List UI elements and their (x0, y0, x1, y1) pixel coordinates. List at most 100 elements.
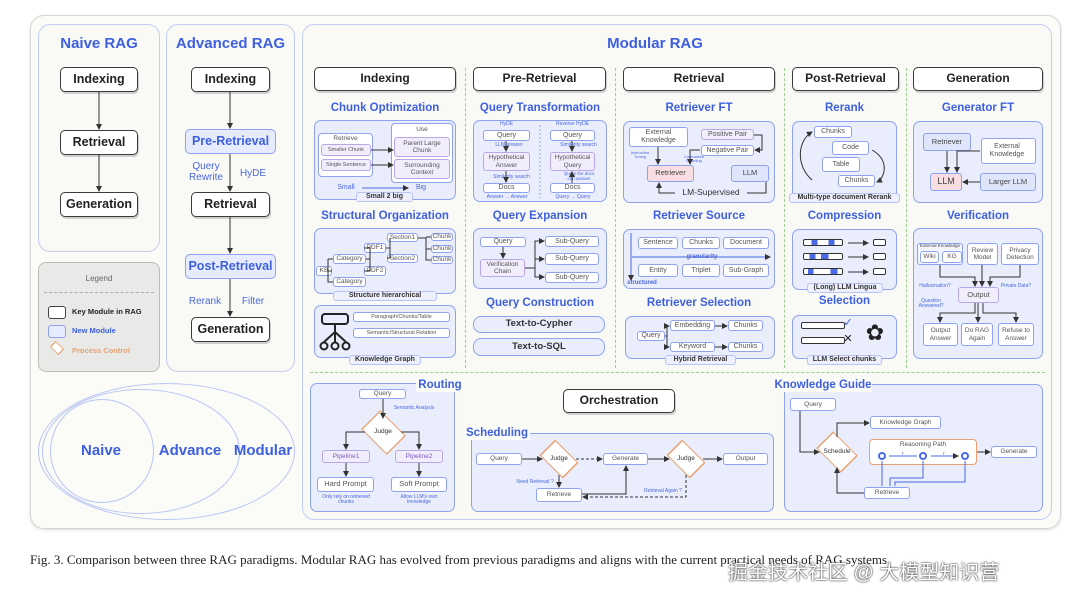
big-label: Big (415, 184, 427, 192)
relation-r-label: r (943, 451, 945, 458)
question-answered-caption: Question Answered? (918, 297, 944, 309)
knowledge-guide-title: Knowledge Guide (774, 378, 872, 392)
structure-hierarchical-label: Structure hierarchical (333, 291, 437, 301)
similarity-search-caption: Similarity search (493, 174, 530, 181)
filter-label: Filter (241, 295, 265, 307)
pipeline2: Pipeline2 (395, 450, 443, 463)
compressed-token (873, 268, 886, 275)
query-construction-title: Query Construction (486, 296, 594, 309)
section2-node: Section2 (387, 254, 418, 263)
use-label: Use (416, 125, 428, 133)
chunk-node: Chunk (431, 233, 453, 241)
routing-title: Routing (416, 378, 464, 392)
kg: KG (942, 251, 962, 263)
rerank-label: Rerank (188, 295, 222, 307)
legend-process-label: Process Control (72, 346, 130, 356)
hypothetical-answer: Hypothetical Answer (483, 152, 530, 171)
single-sentence: Single Sentence (321, 159, 371, 171)
naive-indexing: Indexing (60, 67, 138, 92)
hard-prompt-note: Only rely on retrieved chunks (322, 493, 370, 505)
sched-judge2-label: Judge (677, 455, 695, 463)
hybrid-retrieval-label: Hybrid Retrieval (665, 355, 736, 365)
negative-pair: Negative Pair (701, 145, 754, 156)
query-expansion-title: Query Expansion (492, 209, 588, 222)
kg-query: Query (790, 398, 836, 411)
query-docs-caption: Query the docs can answer (563, 171, 595, 181)
selection-title: Selection (818, 294, 871, 307)
wiki: Wiki (920, 251, 939, 263)
qt-query-left: Query (483, 130, 530, 141)
small-label: Small (337, 184, 355, 192)
rerank-table: Table (822, 157, 860, 172)
paragraph-chunks-table: Paragraph/Chunks/Table (353, 312, 450, 322)
sub-query: Sub-Query (545, 272, 599, 283)
qt-docs-right: Docs (550, 183, 595, 193)
verification-output: Output (958, 287, 999, 303)
embedding: Embedding (670, 320, 715, 331)
routing-judge-label: Judge (374, 428, 392, 436)
modular-rag-title: Modular RAG (607, 34, 703, 52)
kg-generate: Generate (991, 446, 1037, 458)
pdf2-node: PDF2 (364, 266, 386, 276)
column-divider (784, 68, 785, 368)
column-indexing: Indexing (314, 67, 456, 91)
column-divider (906, 68, 907, 368)
advanced-retrieval: Retrieval (191, 192, 270, 217)
compressed-token (873, 239, 886, 246)
semantic-analysis-caption: Semantic Analysis (393, 405, 435, 412)
query-rewrite-label: Query Rewrite (189, 161, 223, 183)
rerank-title: Rerank (825, 101, 864, 114)
path-node-icon (919, 452, 927, 460)
refuse-to-answer: Refuse to Answer (998, 323, 1034, 346)
positive-pair: Positive Pair (701, 129, 754, 140)
section1-node: Section1 (387, 233, 418, 242)
category-node: Category (333, 277, 366, 287)
naive-circle (50, 399, 154, 503)
gft-retriever: Retriever (923, 133, 971, 151)
advanced-rag-title: Advanced RAG (175, 34, 286, 52)
verification-title: Verification (947, 209, 1009, 222)
qt-docs-left: Docs (483, 183, 530, 193)
text-to-sql: Text-to-SQL (473, 338, 605, 356)
legend-title: Legend (85, 273, 113, 283)
query-query-caption: Query → Query (555, 194, 591, 201)
hallucination-caption: Hallucination? (919, 283, 951, 290)
structural-organization-title: Structural Organization (321, 209, 449, 222)
chunk-node: Chunk (431, 245, 453, 253)
granularity-label: granularity (685, 253, 719, 261)
check-icon: ✓ (843, 316, 853, 329)
column-retrieval: Retrieval (623, 67, 775, 91)
naive-rag-title: Naive RAG (60, 34, 138, 52)
advanced-indexing: Indexing (191, 67, 270, 92)
category-node: Category (333, 254, 366, 264)
scheduling-box (471, 433, 774, 512)
source-sub-graph: Sub-Graph (723, 264, 769, 277)
keyword-chunks: Chunks (728, 342, 763, 352)
answer-answer-caption: Answer → Answer (486, 194, 528, 201)
compressed-token (873, 253, 886, 260)
sub-query: Sub-Query (545, 253, 599, 265)
generator-ft-title: Generator FT (941, 101, 1015, 114)
hyde-label: HyDE (239, 167, 267, 179)
need-retrieval-caption: Need Retrieval ? (516, 479, 554, 486)
advanced-post-retrieval: Post-Retrieval (185, 254, 276, 279)
smaller-chunk: Smaller Chunk (321, 144, 371, 156)
kg-retrieve: Retrieve (864, 487, 910, 499)
pdf1-node: PDF1 (364, 243, 386, 253)
contrastive-learning-caption: Contrastive Learning (683, 153, 705, 163)
path-node-icon (878, 452, 886, 460)
surrounding-context: Surrounding Context (394, 159, 450, 179)
compression-title: Compression (807, 209, 882, 222)
lm-supervised-label: LM-Supervised (675, 187, 747, 199)
hard-prompt: Hard Prompt (317, 477, 374, 492)
review-model: Review Model (967, 243, 998, 265)
llm-answer-caption: LLM answer (495, 142, 523, 149)
source-chunks: Chunks (682, 237, 720, 249)
column-generation: Generation (913, 67, 1043, 91)
token-bar (803, 268, 843, 275)
reasoning-path-label: Reasoning Path (899, 441, 947, 449)
retriever-tuned: Retriever (647, 165, 694, 182)
legend-divider (44, 292, 154, 293)
instruction-tuning-caption: Instruction Tuning (630, 149, 650, 159)
cross-icon: ✕ (843, 332, 853, 345)
